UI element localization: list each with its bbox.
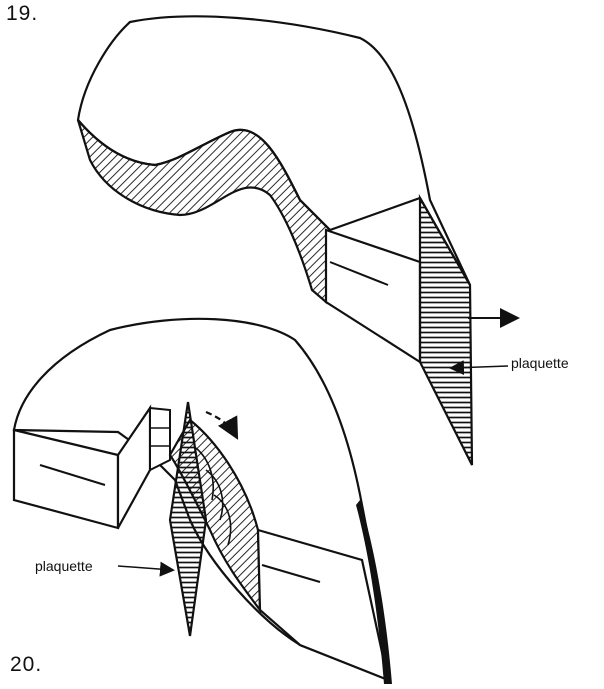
block-step: [150, 408, 170, 470]
figure-number-19: 19.: [6, 2, 38, 26]
figure-20-drawing: [14, 319, 392, 684]
figure-number-20: 20.: [10, 653, 42, 677]
block-left-side: [14, 430, 118, 528]
callout-label-19: plaquette: [511, 355, 569, 371]
side-facet: [326, 230, 420, 362]
callout-label-20: plaquette: [35, 558, 93, 574]
callout-leader-20: [118, 566, 172, 570]
core-top-surface: [78, 16, 470, 285]
